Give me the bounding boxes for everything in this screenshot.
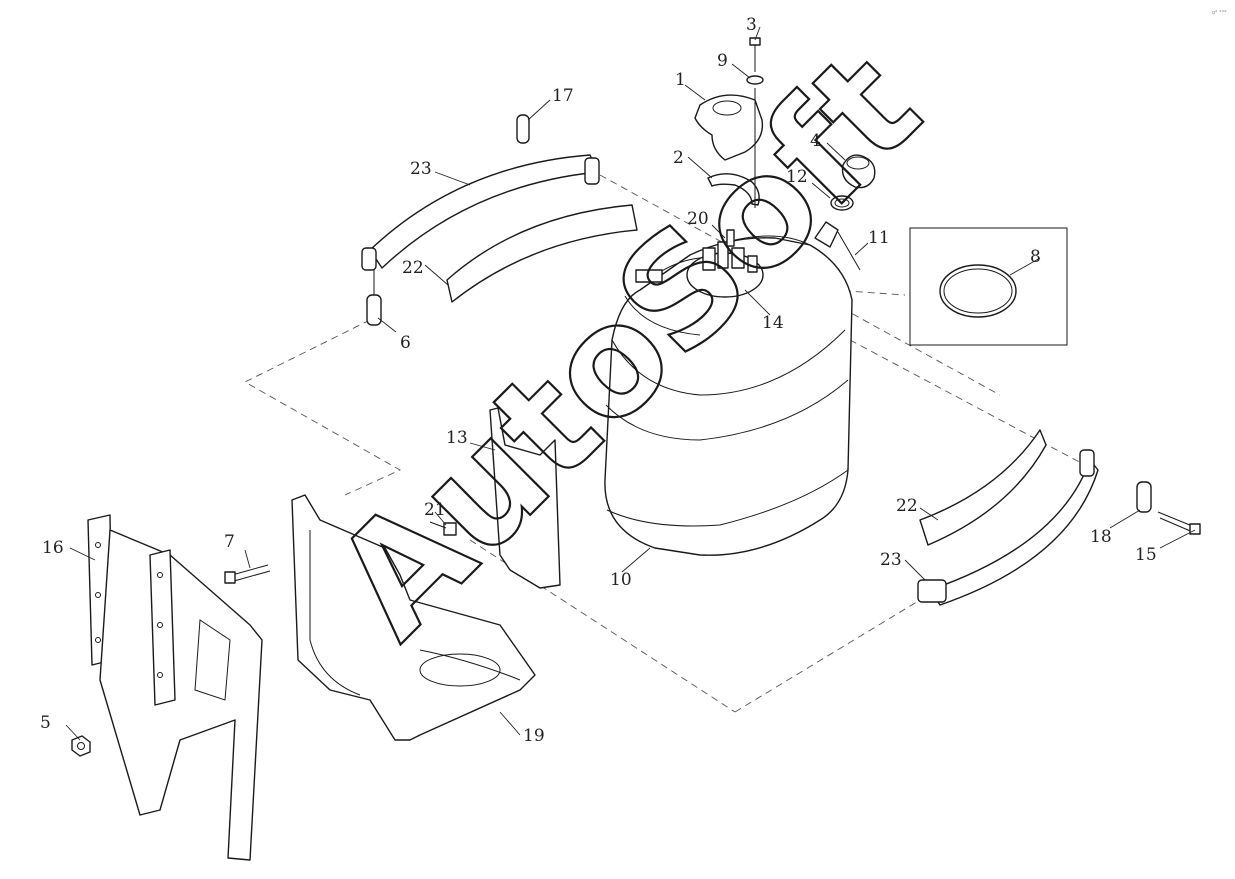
callout-21: 21 [424,500,446,520]
callout-13: 13 [446,428,468,448]
fuel-tank [604,237,853,556]
lower-right-strap [917,449,1099,606]
filler-neck [814,221,861,271]
nut-5 [71,735,91,757]
filler-cap [841,154,876,189]
callout-6: 6 [400,333,411,353]
callout-3: 3 [746,15,757,35]
callout-11: 11 [868,228,890,248]
callout-2: 2 [673,148,684,168]
leader-lines [65,26,1196,741]
cap-seal-ring [830,195,854,211]
callout-4: 4 [810,131,821,151]
callout-9: 9 [717,51,728,71]
bolt-and-washer [746,37,764,208]
callout-16: 16 [42,538,64,558]
fuel-sender-unit [635,229,811,298]
upper-left-liner [446,204,638,303]
callout-22-upper: 22 [402,258,424,278]
callout-14: 14 [762,313,784,333]
retainer-ring [707,173,760,206]
callout-10: 10 [610,570,632,590]
callout-23-upper: 23 [410,159,432,179]
callout-5: 5 [40,713,51,733]
mounting-bracket [87,514,263,861]
upper-left-strap [361,154,600,271]
callout-19: 19 [523,726,545,746]
callout-20: 20 [687,209,709,229]
lower-right-liner [919,429,1047,546]
bolt-7 [224,564,271,584]
pin-6 [366,270,382,326]
sender-cover [694,94,764,161]
callout-8: 8 [1030,247,1041,267]
bolt-21 [429,521,457,536]
callout-1: 1 [675,70,686,90]
pin-18 [1136,481,1152,513]
callout-22-lower: 22 [896,496,918,516]
bolt-15 [1157,511,1201,535]
tank-cradle [291,494,536,741]
callout-labels: 1 2 3 4 5 6 7 8 9 10 11 12 13 14 15 16 1… [40,15,1157,746]
callout-12: 12 [786,167,808,187]
heat-shield [489,407,561,589]
callout-7: 7 [224,532,235,552]
callout-15: 15 [1135,545,1157,565]
callout-18: 18 [1090,527,1112,547]
pin-17 [516,114,530,144]
callout-17: 17 [552,86,574,106]
sender-gasket-detail [909,227,1068,346]
corner-mark: o° °°° [1212,10,1227,16]
callout-23-lower: 23 [880,550,902,570]
